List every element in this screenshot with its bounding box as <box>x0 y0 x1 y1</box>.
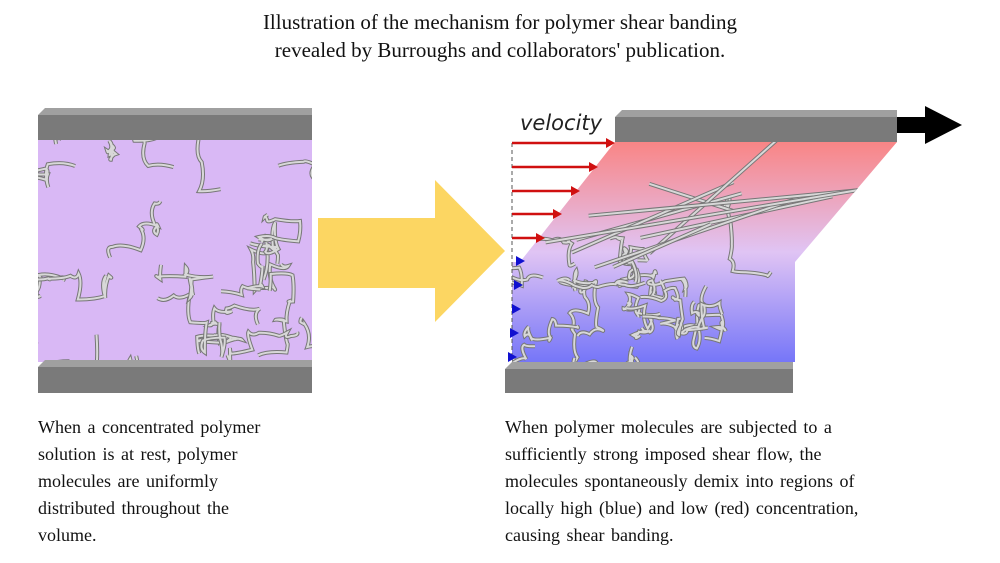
polymer-chain <box>556 277 646 290</box>
stretched-polymer-chain <box>571 181 734 254</box>
polymer-chain <box>38 162 76 188</box>
polymer-chain <box>256 213 302 244</box>
shear-caption: When polymer molecules are subjected to … <box>505 414 858 549</box>
title-line-2: revealed by Burroughs and collaborators'… <box>274 38 726 62</box>
polymer-chain <box>299 317 312 349</box>
polymer-chain <box>133 140 174 169</box>
polymer-chain <box>647 277 688 300</box>
velocity-arrow-slow <box>516 256 525 266</box>
caption-line: solution is at rest, polymer <box>38 444 238 464</box>
caption-line: When polymer molecules are subjected to … <box>505 417 832 437</box>
top-plate <box>38 115 312 140</box>
polymer-chain <box>249 221 280 264</box>
caption-line: locally high (blue) and low (red) concen… <box>505 498 859 518</box>
top-plate-face <box>38 108 312 115</box>
arrowhead-icon <box>606 138 615 148</box>
arrowhead-icon <box>553 209 562 219</box>
arrowhead-icon <box>571 186 580 196</box>
velocity-label: velocity <box>520 111 603 135</box>
polymer-chain <box>205 304 261 346</box>
caption-line: distributed throughout the <box>38 498 229 518</box>
stretched-polymer-chain <box>594 194 807 269</box>
arrowhead-icon <box>536 233 545 243</box>
velocity-arrow-slow <box>510 328 519 338</box>
polymer-chain <box>38 273 66 298</box>
polymer-chain <box>226 329 299 362</box>
rest-caption: When a concentrated polymer solution is … <box>38 414 260 549</box>
caption-line: When a concentrated polymer <box>38 417 261 437</box>
rest-panel <box>38 108 312 393</box>
stretched-polymer-chain <box>649 182 735 213</box>
velocity-profile <box>508 138 615 362</box>
polymer-chain <box>678 300 724 335</box>
polymer-chain <box>559 280 591 362</box>
figure-title: Illustration of the mechanism for polyme… <box>0 8 1000 64</box>
plate-motion-arrow-icon <box>897 106 962 144</box>
polymer-chain <box>257 272 295 357</box>
polymer-chain <box>640 286 684 337</box>
transition-arrow <box>318 180 505 322</box>
title-line-1: Illustration of the mechanism for polyme… <box>262 10 738 34</box>
polymer-chain <box>196 140 221 193</box>
polymer-chain <box>690 301 727 343</box>
polymer-chains <box>38 140 312 362</box>
polymer-chain <box>220 243 265 297</box>
velocity-arrow-slow <box>508 352 517 362</box>
polymer-chain <box>523 318 579 342</box>
polymer-chain <box>278 160 312 178</box>
caption-line: volume. <box>38 525 97 545</box>
polymer-chain <box>512 343 536 362</box>
arrowhead-icon <box>589 162 598 172</box>
caption-line: sufficiently strong imposed shear flow, … <box>505 444 822 464</box>
sheared-panel: velocity <box>505 106 962 393</box>
polymer-chain <box>105 140 119 161</box>
polymer-chain <box>155 264 214 302</box>
bottom-plate <box>38 367 312 393</box>
polymer-chain <box>38 270 113 301</box>
polymer-chain <box>157 292 226 358</box>
velocity-arrow-slow <box>512 304 521 314</box>
polymer-chain <box>626 303 654 340</box>
moving-top-plate <box>615 117 897 142</box>
velocity-arrow-slow <box>514 280 523 290</box>
stretched-polymer-chain <box>648 142 781 255</box>
caption-line: molecules spontaneously demix into regio… <box>505 471 855 491</box>
polymer-chain <box>107 200 162 258</box>
caption-line: molecules are uniformly <box>38 471 218 491</box>
polymer-chains <box>512 142 887 362</box>
stretched-polymer-chain <box>545 188 862 244</box>
polymer-chain <box>298 316 312 350</box>
caption-line: causing shear banding. <box>505 525 674 545</box>
bottom-plate <box>505 369 793 393</box>
stretched-polymer-chain <box>612 223 712 268</box>
